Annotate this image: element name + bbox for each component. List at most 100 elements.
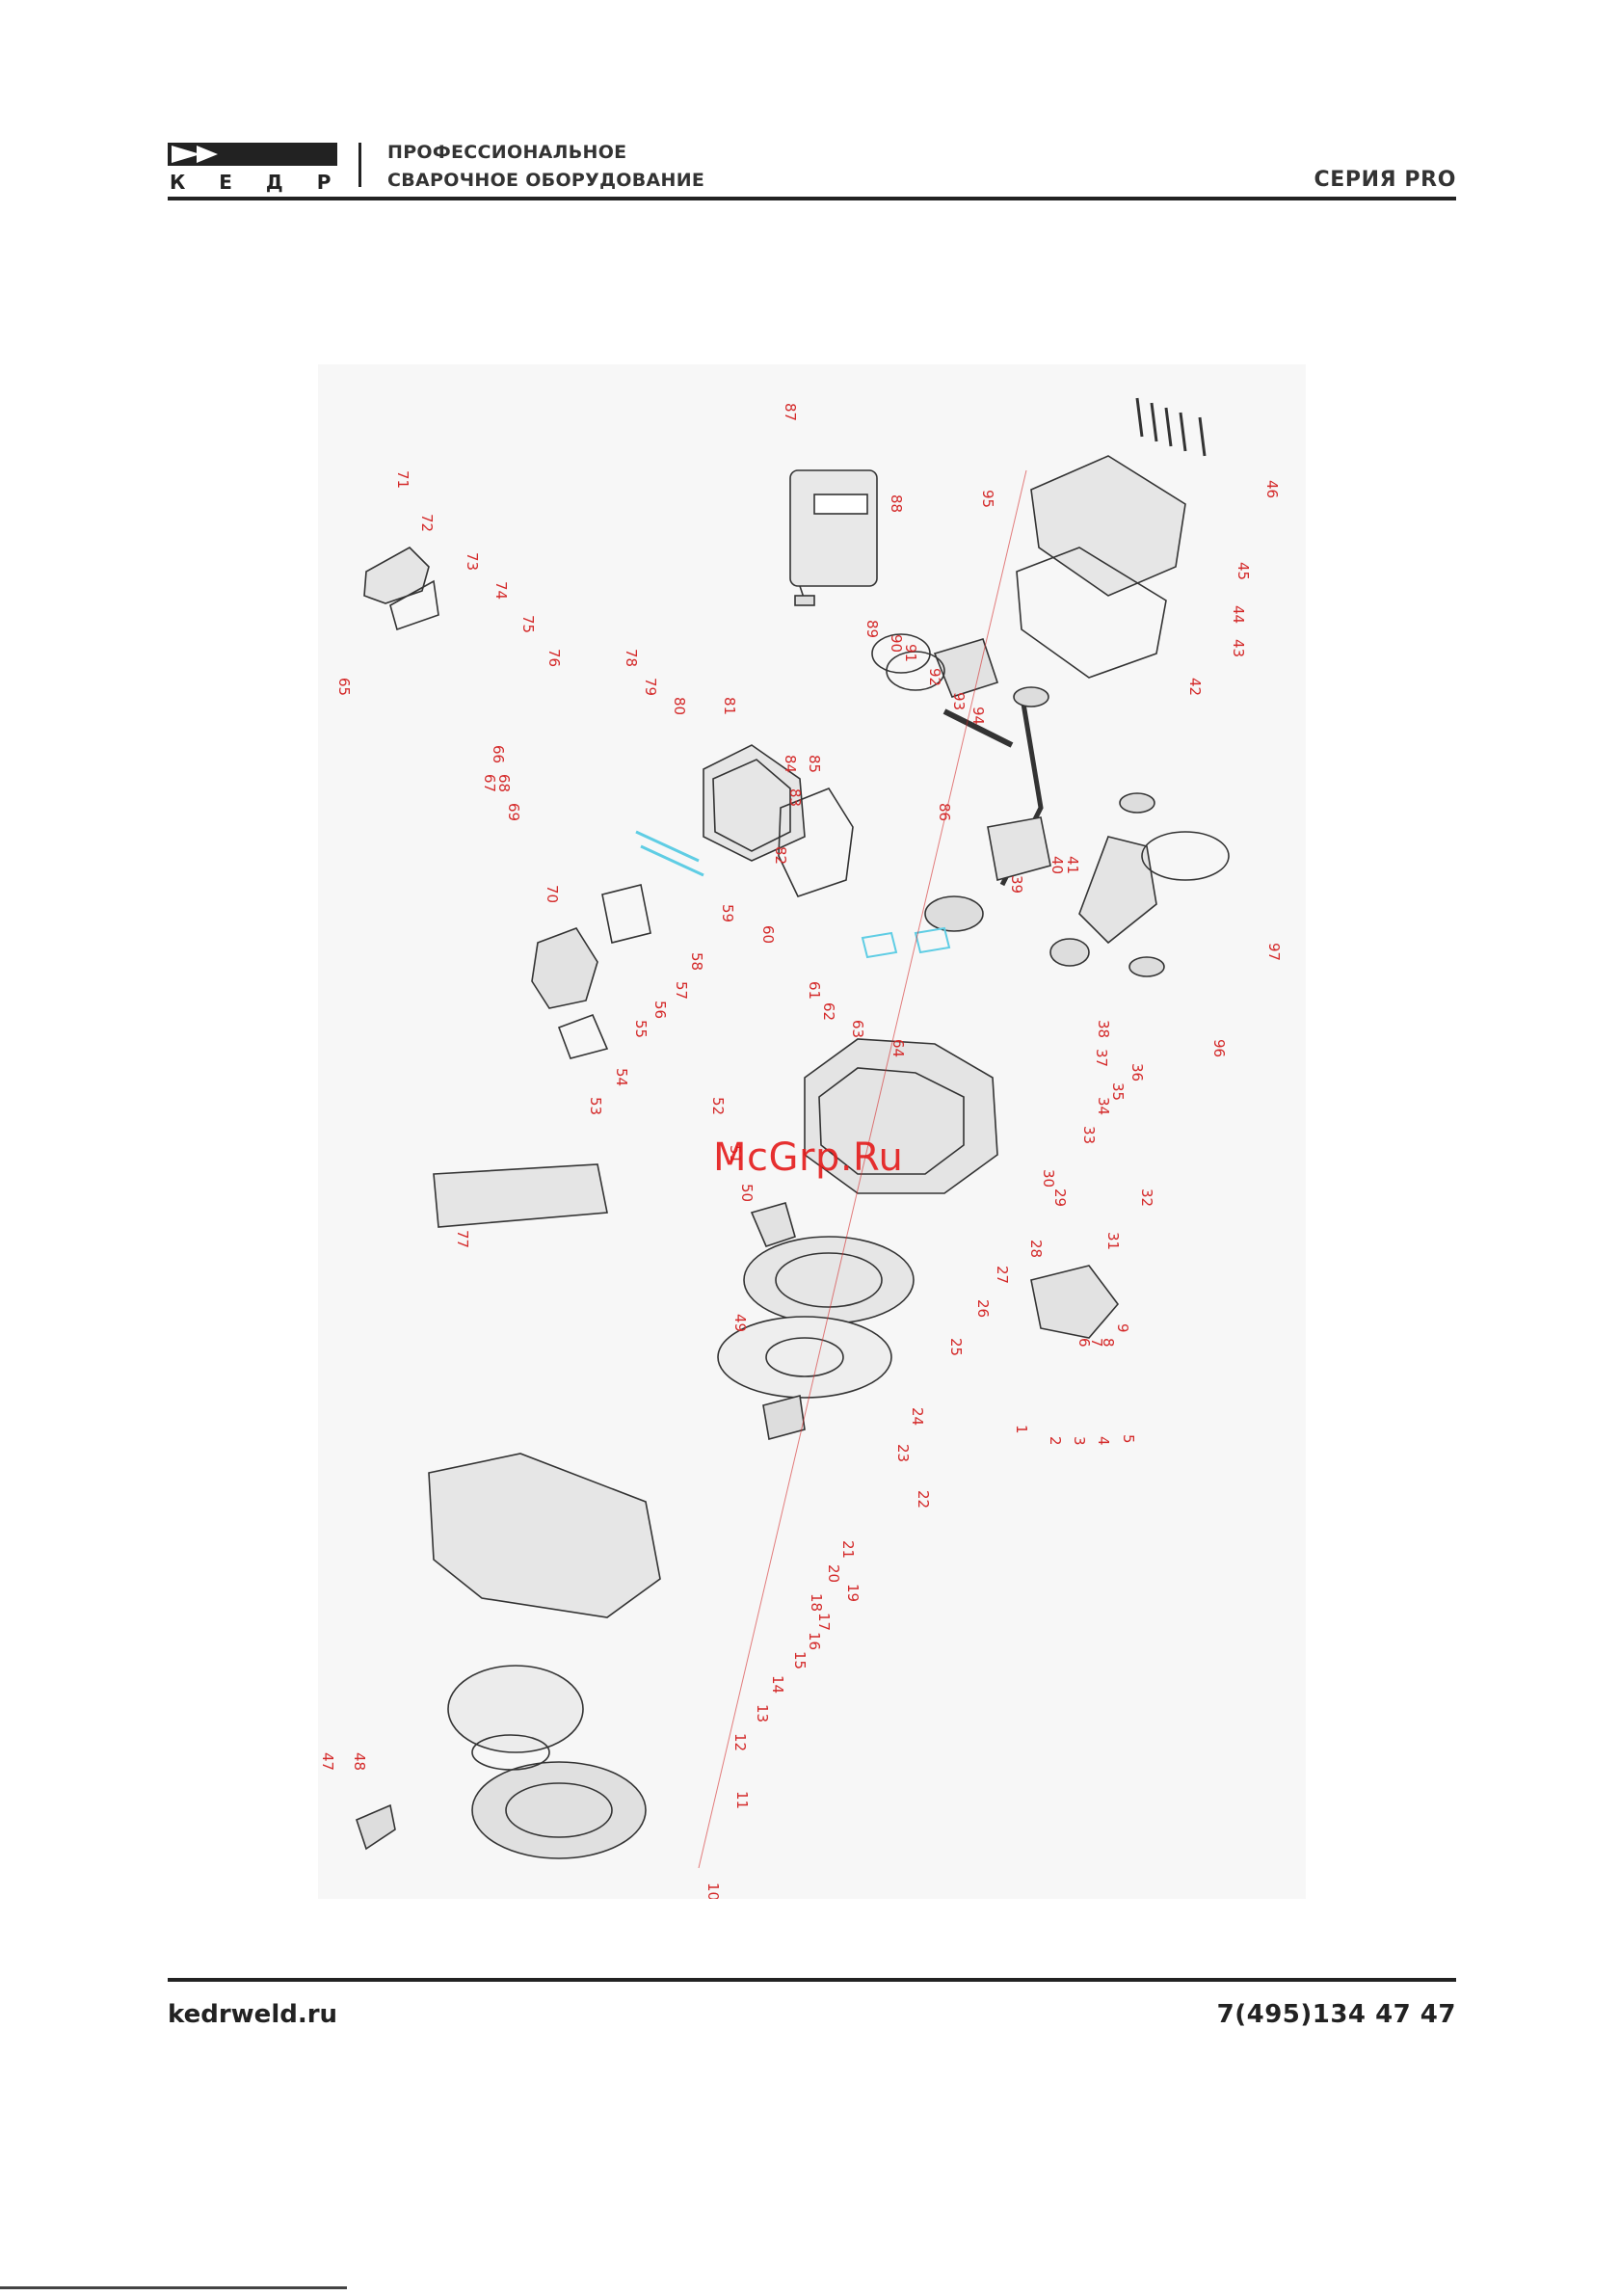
part-callout-70: 70 xyxy=(544,885,561,903)
part-callout-66: 66 xyxy=(490,745,507,763)
part-callout-86: 86 xyxy=(936,803,953,821)
air-filter-part xyxy=(433,1163,608,1228)
part-callout-34: 34 xyxy=(1095,1097,1112,1115)
part-callout-11: 11 xyxy=(733,1791,751,1809)
part-callout-35: 35 xyxy=(1109,1082,1127,1101)
part-callout-75: 75 xyxy=(519,615,537,633)
part-callout-43: 43 xyxy=(1230,639,1247,657)
logo-text: К Е Д Р xyxy=(170,171,337,193)
watermark-text: McGrp.Ru xyxy=(713,1135,904,1180)
part-callout-15: 15 xyxy=(791,1651,809,1669)
part-callout-13: 13 xyxy=(754,1704,771,1722)
part-callout-91: 91 xyxy=(902,644,919,662)
part-callout-73: 73 xyxy=(464,552,481,571)
part-callout-49: 49 xyxy=(731,1314,749,1332)
header-rule xyxy=(168,197,1456,200)
part-callout-30: 30 xyxy=(1040,1169,1057,1188)
company-name: ПРОФЕССИОНАЛЬНОЕ СВАРОЧНОЕ ОБОРУДОВАНИЕ xyxy=(387,139,704,195)
part-callout-78: 78 xyxy=(623,649,640,667)
part-callout-9: 9 xyxy=(1114,1323,1131,1333)
part-callout-48: 48 xyxy=(351,1752,368,1771)
part-callout-33: 33 xyxy=(1080,1126,1098,1144)
part-callout-67: 67 xyxy=(481,774,498,792)
part-callout-55: 55 xyxy=(632,1020,650,1038)
series-label: СЕРИЯ PRO xyxy=(1314,168,1456,192)
part-callout-7: 7 xyxy=(1088,1338,1105,1348)
part-callout-17: 17 xyxy=(815,1613,833,1631)
header-separator xyxy=(358,143,361,187)
part-callout-77: 77 xyxy=(454,1230,471,1248)
part-callout-76: 76 xyxy=(545,649,563,667)
part-callout-83: 83 xyxy=(786,788,804,807)
part-callout-8: 8 xyxy=(1100,1338,1117,1348)
part-callout-62: 62 xyxy=(820,1002,837,1021)
part-callout-61: 61 xyxy=(806,981,823,1000)
website-link[interactable]: kedrweld.ru xyxy=(168,2000,338,2029)
part-callout-14: 14 xyxy=(769,1675,786,1694)
part-callout-74: 74 xyxy=(492,581,510,600)
part-callout-50: 50 xyxy=(738,1184,756,1202)
part-callout-22: 22 xyxy=(915,1490,932,1508)
part-callout-85: 85 xyxy=(806,755,823,773)
part-callout-57: 57 xyxy=(673,981,690,1000)
crankcase-part xyxy=(804,1038,998,1194)
part-callout-52: 52 xyxy=(709,1097,727,1115)
part-callout-23: 23 xyxy=(894,1444,912,1462)
part-callout-20: 20 xyxy=(825,1564,842,1583)
recoil-starter-part xyxy=(471,1761,647,1859)
part-callout-68: 68 xyxy=(495,774,513,792)
company-line-2: СВАРОЧНОЕ ОБОРУДОВАНИЕ xyxy=(387,170,705,191)
part-callout-69: 69 xyxy=(505,803,522,821)
flywheel-part xyxy=(743,1236,915,1324)
part-callout-88: 88 xyxy=(888,494,905,513)
phone-number: 7(495)134 47 47 xyxy=(1216,2000,1456,2029)
fan-shroud-part xyxy=(428,1453,661,1618)
part-callout-56: 56 xyxy=(651,1001,669,1019)
part-callout-21: 21 xyxy=(839,1540,857,1559)
fan-part xyxy=(717,1316,892,1399)
part-callout-32: 32 xyxy=(1138,1188,1155,1207)
part-callout-27: 27 xyxy=(994,1266,1011,1284)
part-callout-54: 54 xyxy=(613,1068,630,1086)
company-line-1: ПРОФЕССИОНАЛЬНОЕ xyxy=(387,142,627,163)
part-callout-72: 72 xyxy=(418,514,436,532)
kedr-logo: К Е Д Р xyxy=(168,143,337,193)
part-callout-87: 87 xyxy=(782,403,799,421)
part-callout-97: 97 xyxy=(1265,943,1283,961)
footer-rule xyxy=(168,1978,1456,1982)
part-callout-90: 90 xyxy=(888,634,905,653)
part-callout-2: 2 xyxy=(1047,1436,1064,1446)
part-callout-16: 16 xyxy=(806,1632,823,1650)
part-callout-1: 1 xyxy=(1013,1425,1030,1434)
part-callout-92: 92 xyxy=(926,668,943,686)
part-callout-31: 31 xyxy=(1104,1232,1122,1250)
side-cover-part xyxy=(1030,455,1186,597)
part-callout-37: 37 xyxy=(1093,1049,1110,1067)
part-callout-42: 42 xyxy=(1186,678,1204,696)
muffler-part xyxy=(789,469,878,587)
part-callout-79: 79 xyxy=(642,678,659,696)
part-callout-44: 44 xyxy=(1230,605,1247,624)
part-callout-65: 65 xyxy=(335,678,353,696)
part-callout-5: 5 xyxy=(1120,1434,1137,1444)
part-callout-25: 25 xyxy=(947,1338,965,1356)
part-callout-29: 29 xyxy=(1051,1188,1069,1207)
camshaft-part xyxy=(1078,836,1157,945)
part-callout-41: 41 xyxy=(1064,856,1081,874)
part-callout-38: 38 xyxy=(1095,1020,1112,1038)
valve-cover-part xyxy=(363,547,430,604)
part-callout-18: 18 xyxy=(808,1593,825,1612)
part-callout-3: 3 xyxy=(1071,1436,1088,1446)
part-callout-6: 6 xyxy=(1075,1338,1093,1348)
part-callout-93: 93 xyxy=(950,692,968,710)
part-callout-24: 24 xyxy=(909,1407,926,1426)
part-callout-95: 95 xyxy=(979,490,996,508)
part-callout-80: 80 xyxy=(671,697,688,715)
part-callout-63: 63 xyxy=(849,1020,866,1038)
part-callout-45: 45 xyxy=(1234,562,1252,580)
carburetor-part xyxy=(531,927,598,1009)
piston-part xyxy=(933,638,999,698)
part-callout-51: 51 xyxy=(727,1145,744,1163)
bottom-strip xyxy=(0,2286,347,2289)
